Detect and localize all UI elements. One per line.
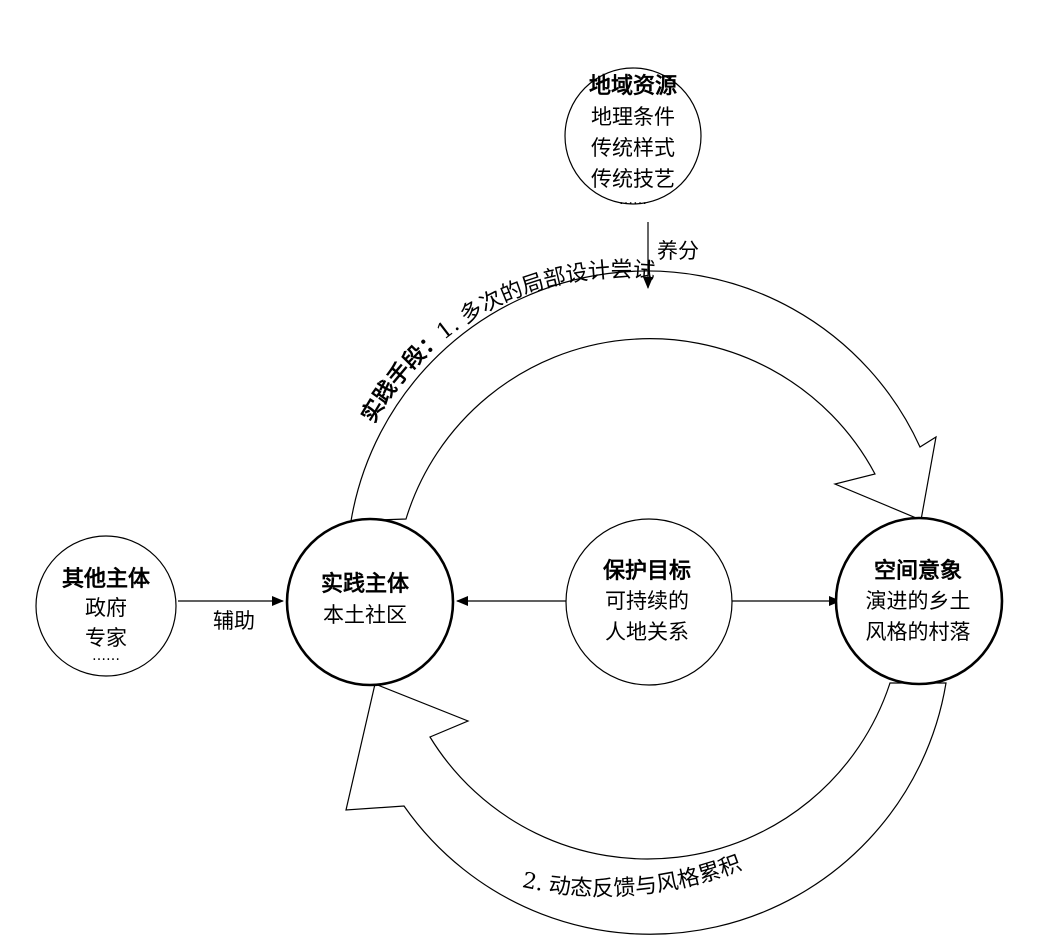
space-circle (834, 516, 1004, 686)
top-arc-arrow (350, 270, 937, 522)
others-circle (35, 535, 177, 677)
bottom-arc-arrow (345, 682, 947, 935)
goal-circle (565, 518, 733, 686)
others-title: 其他主体 (62, 567, 151, 592)
practice-circle (285, 517, 455, 687)
top-arc-label: 实践手段：1.多次的局部设计尝试 (356, 258, 656, 427)
space-line: 演进的乡土 (866, 589, 971, 613)
resources-title: 地域资源 (589, 73, 677, 99)
others-item: 政府 (85, 596, 127, 620)
goal-line: 人地关系 (605, 620, 689, 644)
resources-circle (564, 67, 702, 205)
goal-line: 可持续的 (605, 589, 689, 613)
resources-item: 传统技艺 (591, 167, 675, 191)
others-arrow-label: 辅助 (213, 609, 255, 633)
practice-subtitle: 本土社区 (323, 603, 407, 627)
space-line: 风格的村落 (866, 620, 971, 644)
bottom-arc-number: 2. (520, 868, 545, 896)
others-item: 专家 (85, 626, 127, 650)
others-ellipsis: …… (92, 648, 120, 664)
space-title: 空间意象 (874, 558, 962, 584)
resources-arrow-label: 养分 (657, 239, 699, 263)
top-arc-prefix: 实践手段： (356, 326, 447, 427)
resources-item: 传统样式 (591, 136, 675, 160)
resources-item: 地理条件 (591, 105, 675, 129)
resources-ellipsis: …… (619, 192, 647, 208)
top-arc-text: 多次的局部设计尝试 (456, 258, 656, 329)
practice-title: 实践主体 (321, 571, 410, 597)
goal-title: 保护目标 (602, 558, 691, 584)
